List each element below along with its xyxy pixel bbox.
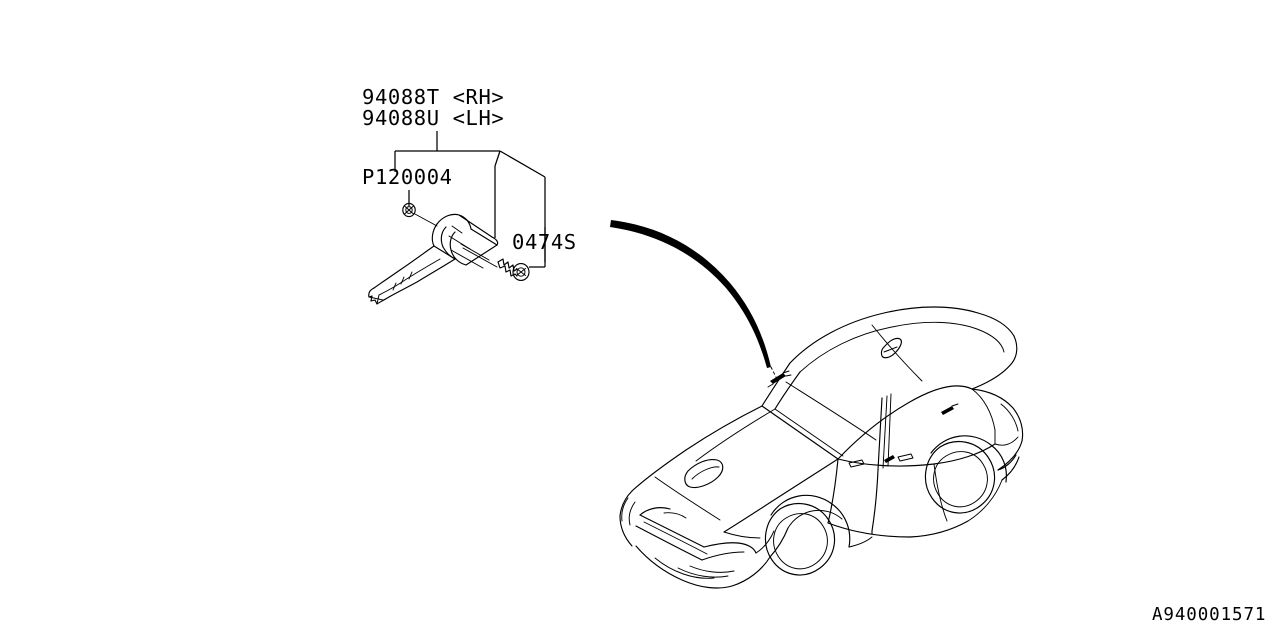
tapping-screw-component (462, 247, 530, 281)
pillar-trim-component (368, 213, 499, 305)
vehicle-illustration (619, 306, 1024, 589)
clip-component (402, 202, 438, 227)
label-part-rh: 94088T <RH> (362, 85, 504, 109)
callout-leader-lines (394, 131, 546, 268)
pillar-trim-location-marker (767, 370, 792, 388)
label-drawing-number: A940001571 (1152, 605, 1266, 625)
label-part-lh: 94088U <LH> (362, 106, 504, 130)
label-clip-part: P120004 (362, 165, 453, 189)
label-screw-part: 0474S (512, 230, 577, 254)
